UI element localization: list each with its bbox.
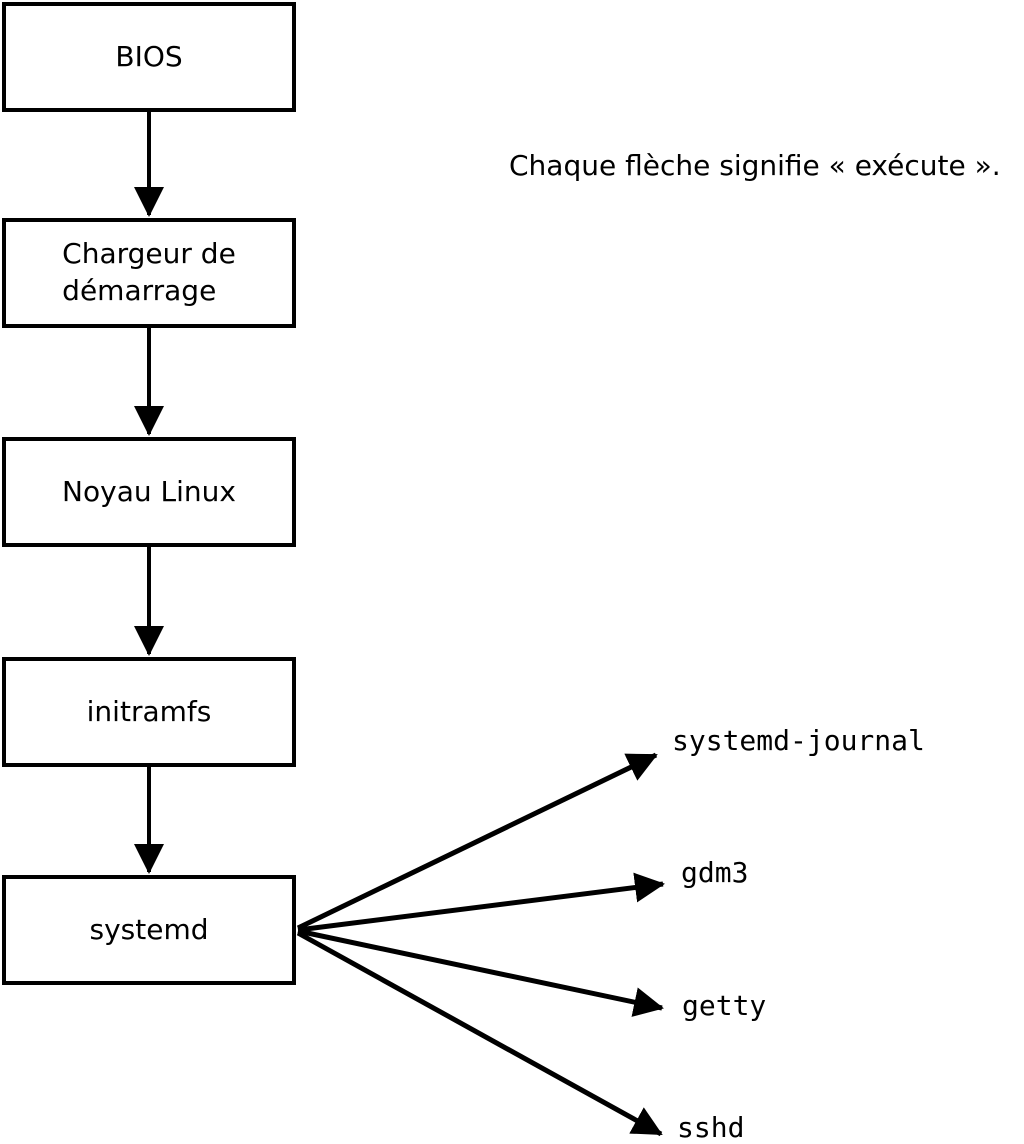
flowchart-node-initramfs: initramfs	[2, 657, 296, 767]
process-label-systemd-journal: systemd-journal	[672, 724, 925, 757]
node-linux-kernel-label: Noyau Linux	[62, 474, 236, 508]
process-label-sshd: sshd	[677, 1111, 745, 1144]
annotation-text: Chaque flèche signifie « exécute ».	[509, 149, 1001, 182]
node-initramfs-label: initramfs	[86, 694, 212, 728]
node-systemd-label: systemd	[89, 912, 209, 946]
flowchart-node-bios: BIOS	[2, 2, 296, 112]
flowchart-node-systemd: systemd	[2, 875, 296, 985]
arrow-systemd-to-sshd	[296, 930, 663, 1137]
arrow-systemd-to-systemd-journal	[296, 752, 658, 931]
node-bios-label: BIOS	[115, 39, 183, 73]
arrow-systemd-to-gdm3	[297, 872, 665, 933]
node-boot-loader-label: Chargeur de démarrage	[62, 237, 236, 307]
process-label-gdm3: gdm3	[681, 856, 749, 889]
process-label-getty: getty	[682, 989, 767, 1022]
arrow-systemd-to-getty	[297, 928, 664, 1017]
flowchart-node-linux-kernel: Noyau Linux	[2, 437, 296, 547]
flowchart-node-boot-loader: Chargeur de démarrage	[2, 218, 296, 328]
